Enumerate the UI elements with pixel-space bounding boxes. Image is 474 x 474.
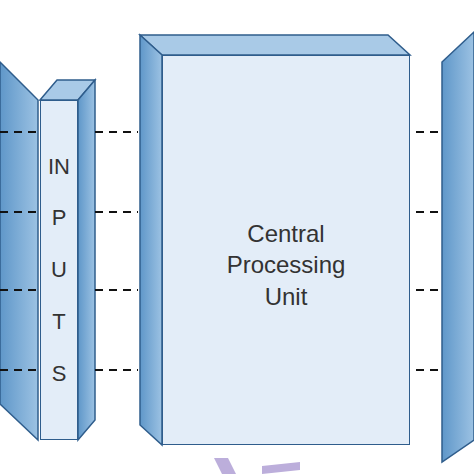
left-box-side	[0, 62, 38, 440]
cpu-side-face	[140, 35, 162, 445]
right-box-side	[442, 32, 474, 462]
node-label: Central Processing Unit	[211, 218, 361, 312]
inputs-box: INPUTS	[40, 100, 78, 440]
node-label: INPUTS	[48, 141, 70, 399]
dashed-connector	[95, 211, 138, 213]
dashed-connector	[95, 289, 138, 291]
bottom-arrows	[214, 458, 300, 474]
dashed-connector	[95, 369, 138, 371]
inputs-side-face	[78, 80, 95, 440]
dashed-connector	[95, 131, 138, 133]
cpu-top-face	[140, 35, 410, 55]
process-box: Central Processing Unit	[162, 55, 410, 445]
